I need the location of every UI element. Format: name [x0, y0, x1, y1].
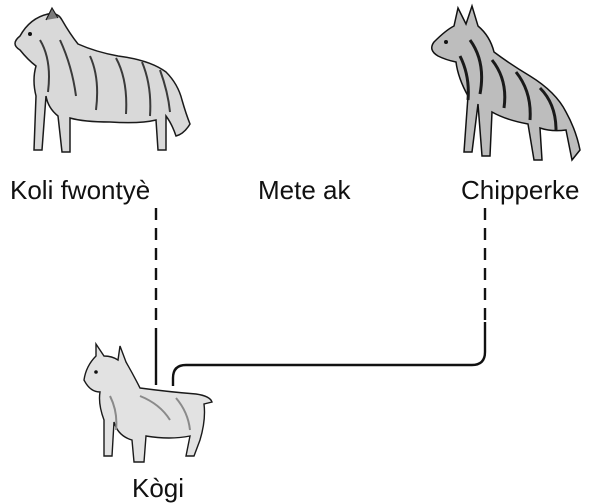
dog-corgi-icon — [83, 341, 213, 463]
dog-collie-icon — [14, 6, 191, 153]
corgi-label: Kògi — [132, 473, 185, 503]
dog-schipperke-icon — [431, 3, 581, 162]
right-elbow-connector — [171, 322, 487, 386]
connector-lines — [154, 208, 487, 386]
collie-label: Koli fwontyè — [10, 175, 151, 205]
schipperke-label: Chipperke — [461, 175, 580, 205]
cross-with-label: Mete ak — [258, 175, 351, 205]
